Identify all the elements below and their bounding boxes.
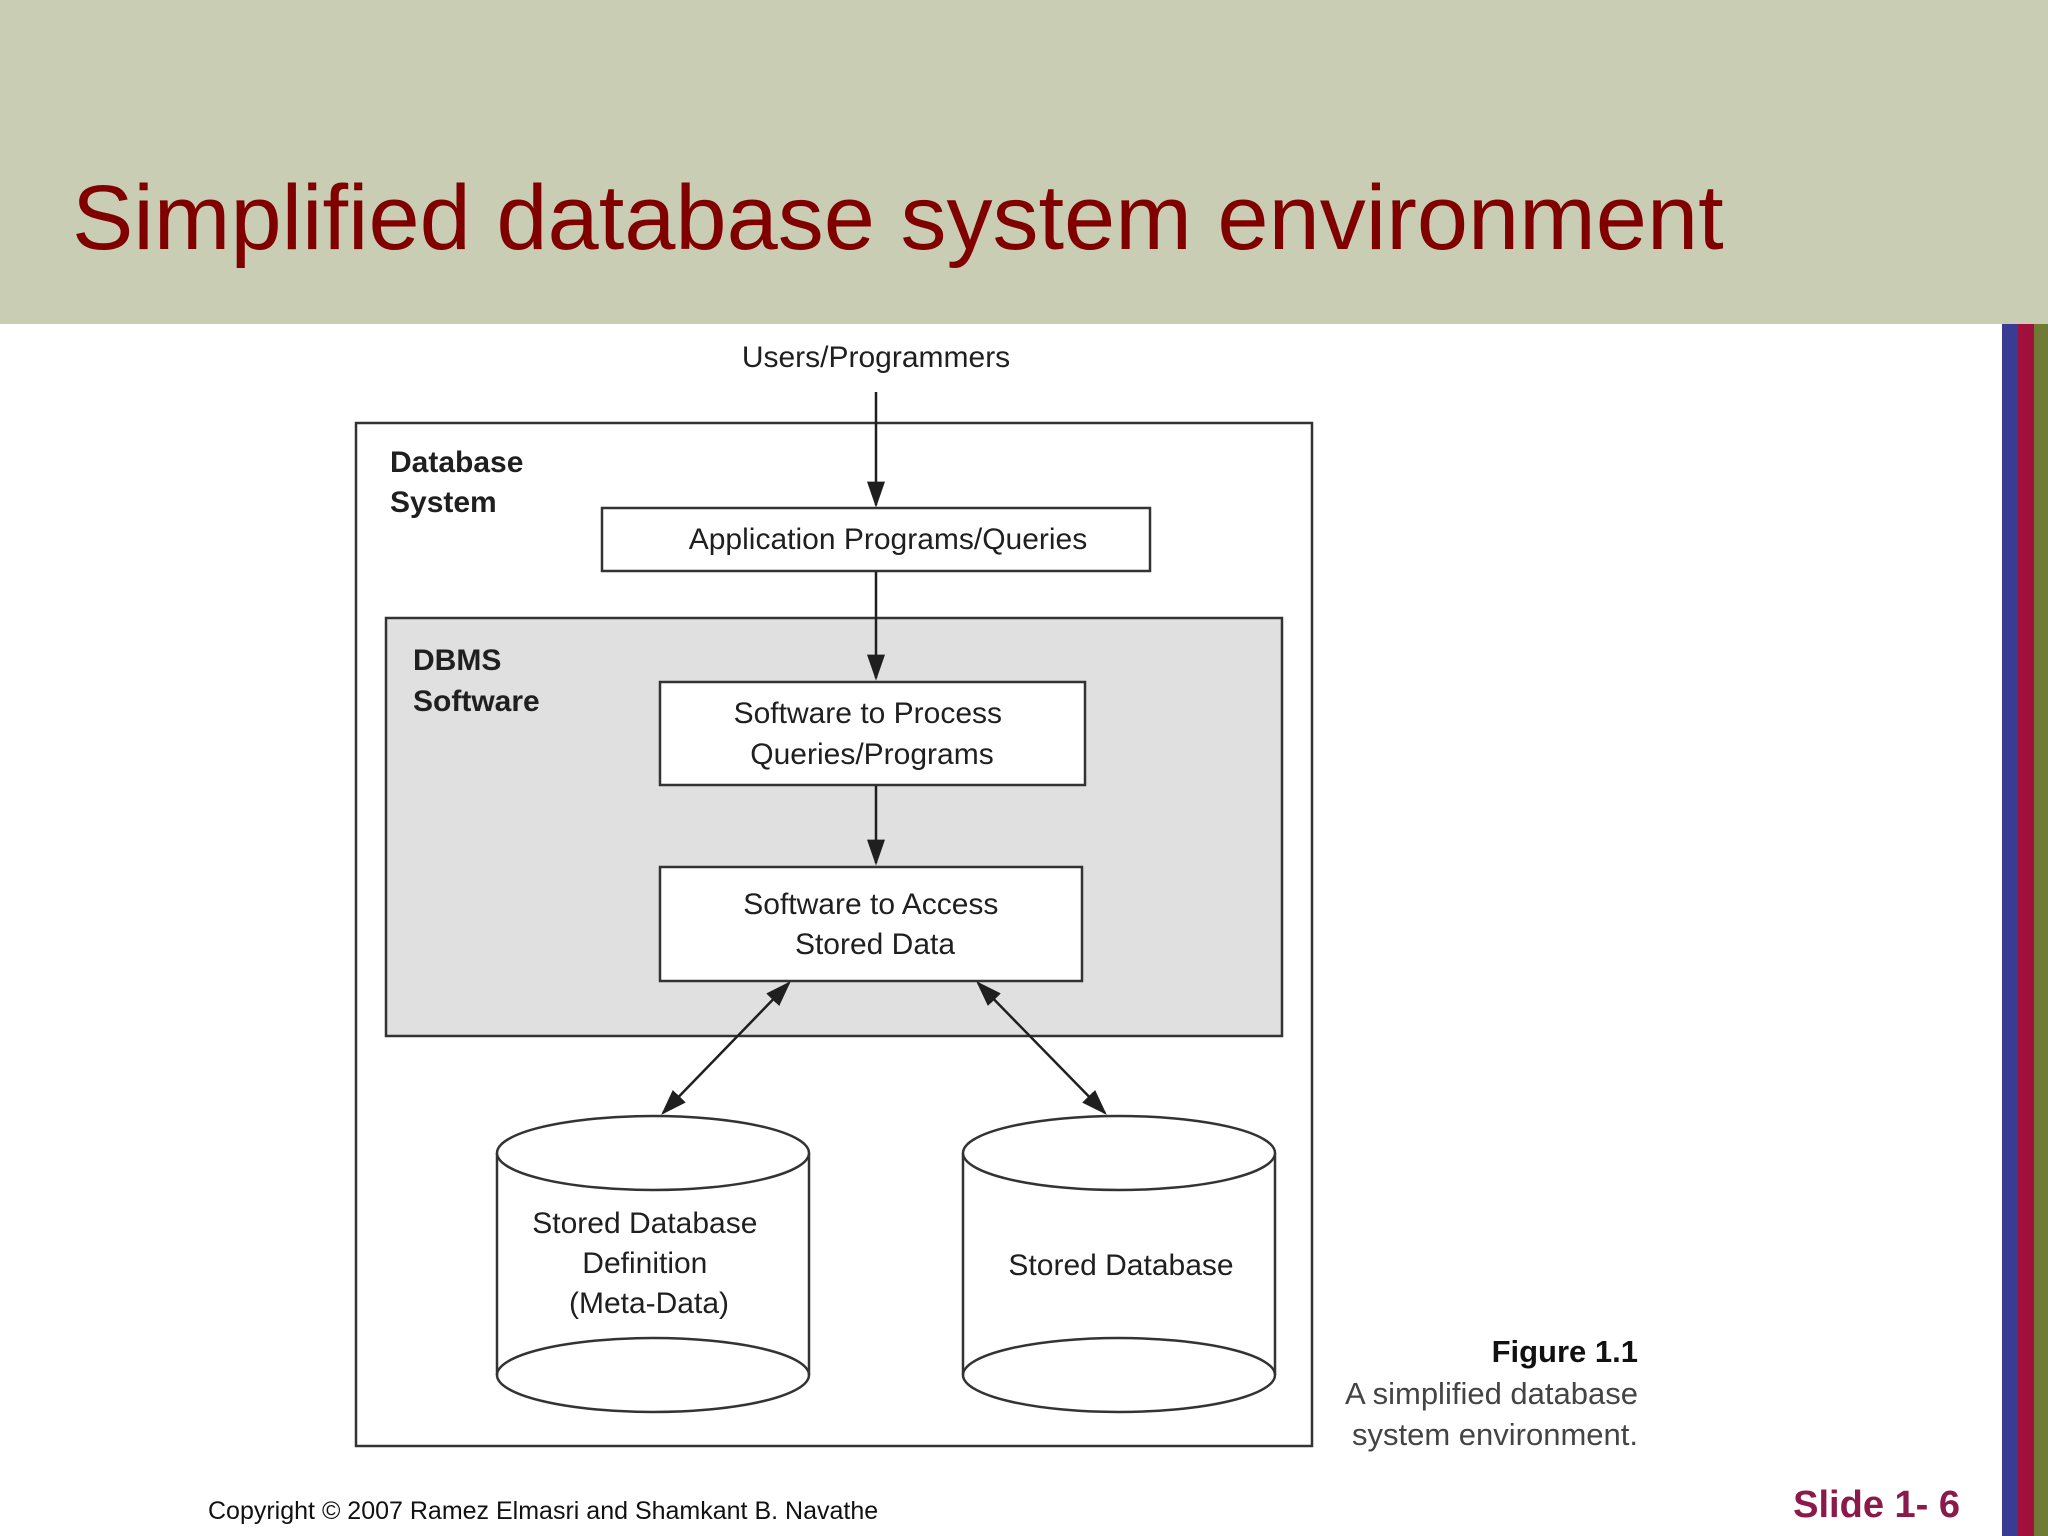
metadata-cylinder-label: Stored Database Definition (Meta-Data): [532, 1207, 766, 1320]
slide-number: Slide 1- 6: [1793, 1484, 1960, 1526]
app-programs-box: [600, 506, 1152, 573]
app-programs-label: Application Programs/Queries: [689, 523, 1088, 556]
figure-caption-line: A simplified database: [1345, 1376, 1638, 1411]
metadata-cylinder: [495, 1114, 811, 1414]
figure-caption-line: system environment.: [1352, 1417, 1638, 1452]
process-queries-box: [658, 680, 1087, 787]
process-queries-label: Software to Process Queries/Programs: [734, 697, 1011, 771]
slide-title: Simplified database system environment: [72, 167, 1724, 269]
accent-stripe-blue: [2002, 324, 2018, 1536]
figure-caption-title: Figure 1.1: [1491, 1334, 1638, 1369]
accent-stripe-olive: [2034, 324, 2048, 1536]
database-system-label: Database System: [390, 446, 532, 519]
users-programmers-label: Users/Programmers: [742, 341, 1010, 374]
copyright-notice: Copyright © 2007 Ramez Elmasri and Shamk…: [208, 1497, 879, 1525]
arrow-access-to-stored-db: [976, 981, 1107, 1115]
stored-database-label: Stored Database: [1008, 1249, 1233, 1282]
access-stored-data-box: [658, 865, 1084, 983]
accent-stripe-red: [2018, 324, 2034, 1536]
dbms-software-label: DBMS Software: [413, 644, 540, 718]
arrow-access-to-metadata: [661, 981, 791, 1115]
access-stored-data-label: Software to Access Stored Data: [743, 888, 1006, 961]
stored-database-cylinder: [961, 1114, 1277, 1414]
title-band: [0, 0, 2048, 324]
